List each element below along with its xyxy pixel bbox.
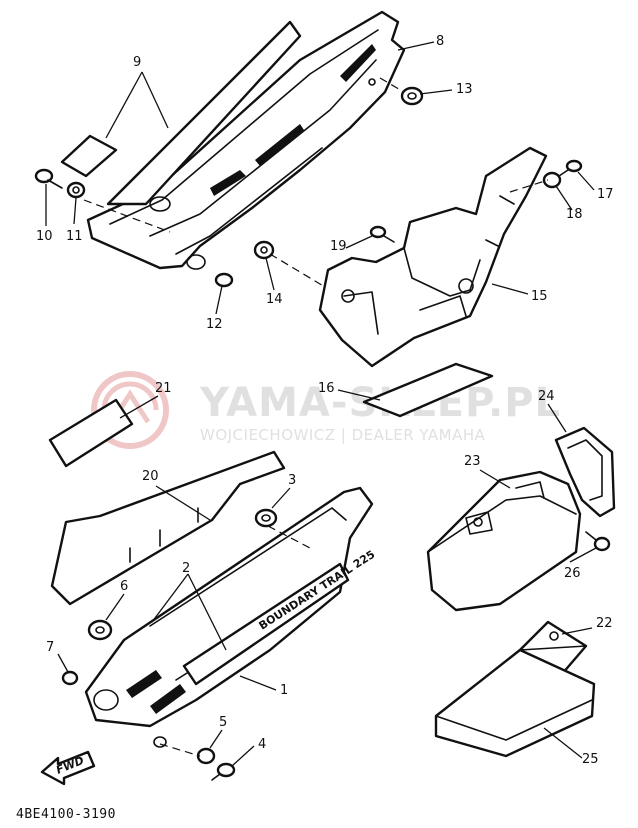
part-11-grommet xyxy=(66,181,86,199)
part-26-bolt xyxy=(585,531,611,552)
callout-14: 14 xyxy=(266,292,283,307)
callout-23: 23 xyxy=(464,454,481,469)
part-10-bolt xyxy=(34,168,63,189)
callout-21: 21 xyxy=(155,381,172,396)
assembly-line xyxy=(509,179,549,193)
watermark: YAMA-SKLEP.PL WOJCIECHOWICZ | DEALER YAM… xyxy=(82,370,602,450)
callout-10: 10 xyxy=(36,229,53,244)
callout-19: 19 xyxy=(330,239,347,254)
part-17-bolt xyxy=(555,159,583,179)
leader-lines xyxy=(45,41,597,767)
assembly-line xyxy=(267,525,311,549)
callout-25: 25 xyxy=(582,752,599,767)
part-13-grommet xyxy=(400,86,424,106)
callout-9: 9 xyxy=(133,55,142,70)
callout-15: 15 xyxy=(531,289,548,304)
callout-16: 16 xyxy=(318,381,335,396)
part-9-decal-small xyxy=(60,134,118,178)
part-9-decal-large xyxy=(106,20,302,206)
assembly-line xyxy=(83,199,171,233)
part-4-bolt xyxy=(211,762,236,781)
part-7-nut xyxy=(61,670,79,686)
part-21-decal xyxy=(48,398,134,468)
part-6-grommet xyxy=(87,619,113,641)
part-3-grommet xyxy=(254,508,278,528)
callout-13: 13 xyxy=(456,82,473,97)
callout-5: 5 xyxy=(219,715,228,730)
part-8-side-panel xyxy=(86,10,406,270)
callout-2: 2 xyxy=(182,561,191,576)
diagram-code: 4BE4100-3190 xyxy=(16,807,116,822)
callout-26: 26 xyxy=(564,566,581,581)
part-19-bolt xyxy=(369,225,395,243)
callout-12: 12 xyxy=(206,317,223,332)
part-1-side-cover xyxy=(84,486,374,748)
callout-8: 8 xyxy=(436,34,445,49)
part-12-nut xyxy=(214,272,234,288)
callout-17: 17 xyxy=(597,187,614,202)
callout-1: 1 xyxy=(280,683,289,698)
part-23-tool-case xyxy=(426,470,582,612)
part-16-pad xyxy=(362,362,494,418)
callout-4: 4 xyxy=(258,737,267,752)
callout-20: 20 xyxy=(142,469,159,484)
assembly-line xyxy=(269,253,331,291)
watermark-subtitle: WOJCIECHOWICZ | DEALER YAMAHA xyxy=(200,426,486,444)
part-24-bracket xyxy=(554,426,616,518)
callout-24: 24 xyxy=(538,389,555,404)
part-18-grommet xyxy=(542,171,562,189)
fwd-arrow-icon: FWD xyxy=(40,750,96,786)
part-20-guard-strip xyxy=(50,450,286,606)
callout-18: 18 xyxy=(566,207,583,222)
part-25-tool-kit xyxy=(434,648,596,758)
callout-6: 6 xyxy=(120,579,129,594)
assembly-line xyxy=(379,77,405,93)
part-14-grommet xyxy=(253,240,275,260)
part-5-washer xyxy=(196,747,216,765)
callout-3: 3 xyxy=(288,473,297,488)
callout-22: 22 xyxy=(596,616,613,631)
part-15-bracket xyxy=(318,146,548,368)
assembly-line xyxy=(159,743,201,757)
callout-7: 7 xyxy=(46,640,55,655)
callout-11: 11 xyxy=(66,229,83,244)
